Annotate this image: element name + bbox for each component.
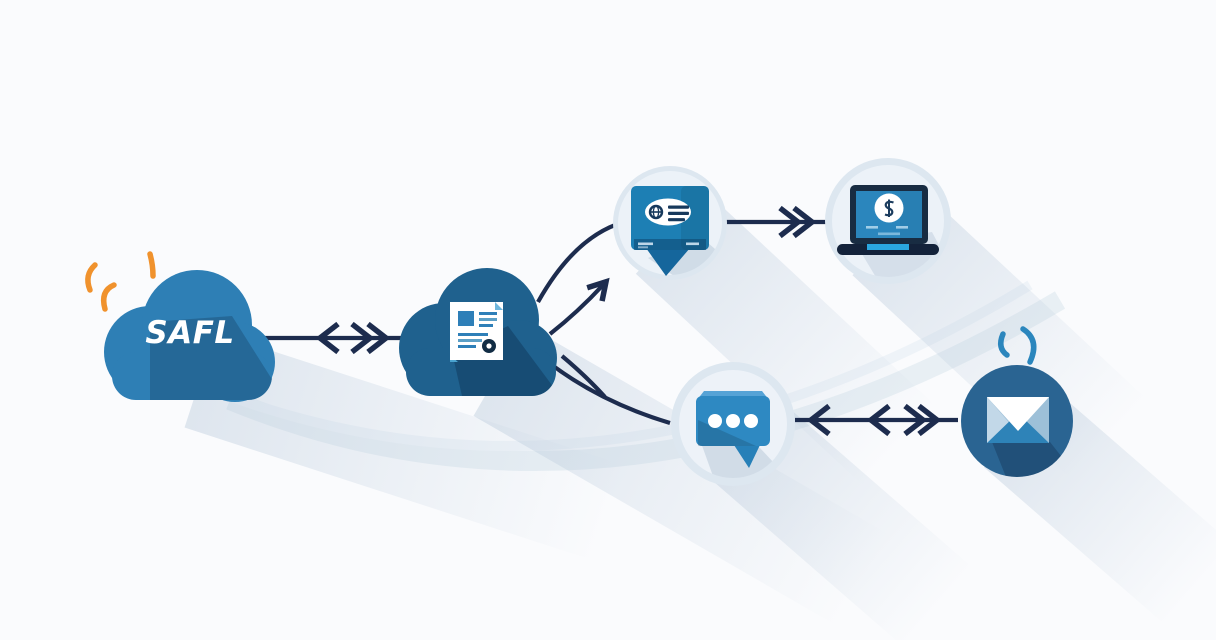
source-cloud-label: SAFL [145,315,234,351]
connector-cloud-to-message [546,354,671,426]
chevron-left-icon [315,321,340,355]
cloud-inner-shadow [150,316,275,400]
chat-bubble-dots-icon [696,391,770,468]
chevron-right-icon [792,205,817,239]
document-icon [450,302,503,362]
orange-spark-strokes-icon [85,251,156,312]
chat-card-node [613,166,727,280]
email-node [961,326,1073,477]
arrowhead-icon [586,277,610,302]
chevron-right-icon [366,321,391,355]
laptop-payment-icon [837,185,939,255]
connector-chat-card-to-laptop [726,205,828,239]
chevron-left-icon [866,403,891,437]
globe-icon [648,204,664,220]
chevron-right-icon [778,205,803,239]
email-envelope-icon [987,397,1049,443]
chevron-right-icon [903,403,928,437]
laptop-node [825,158,951,284]
currency-icon [884,199,894,217]
connector-message-to-email [795,403,958,437]
chevron-right-icon [350,321,375,355]
processing-cloud-node [399,268,557,396]
chat-card-icon [631,186,709,276]
chevron-left-icon [806,403,831,437]
chevron-right-icon [917,403,942,437]
blue-spark-strokes-icon [998,326,1037,365]
connectors [256,205,958,437]
source-cloud-node: SAFL [85,251,275,402]
cloud-icon [104,270,275,402]
